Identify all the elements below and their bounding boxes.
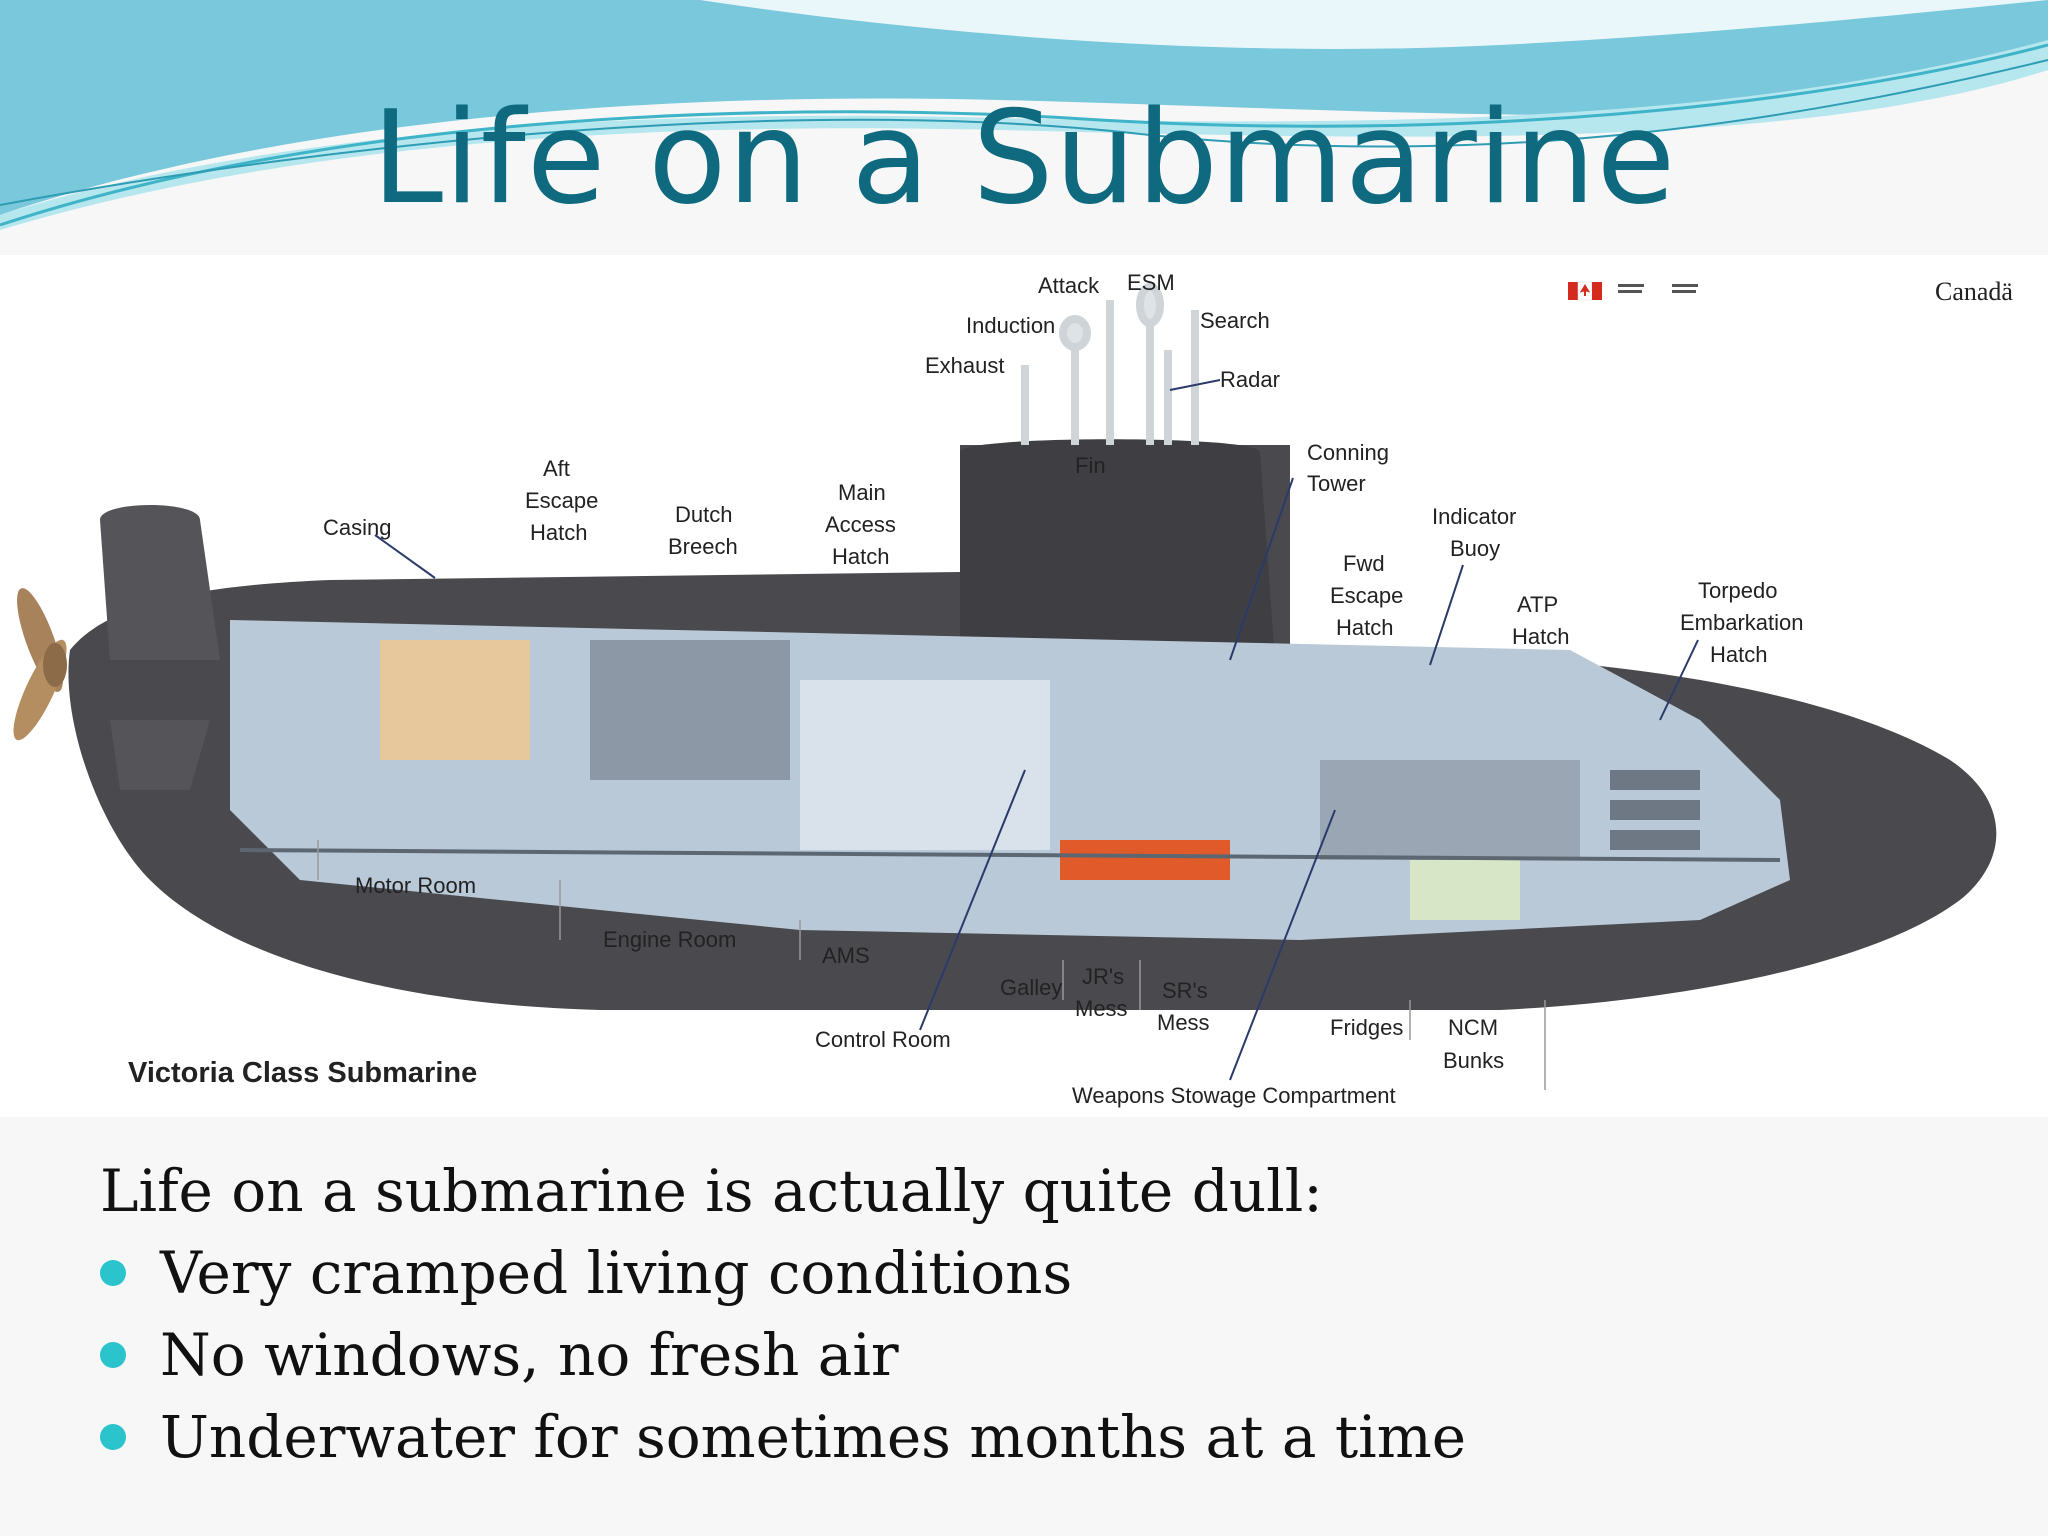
weapons-bay — [1320, 760, 1580, 860]
control-room-block — [800, 680, 1050, 850]
propeller-icon — [13, 588, 67, 741]
label-aft: Aft — [543, 456, 570, 481]
label-embarkation: Embarkation — [1680, 610, 1804, 635]
label-control-room: Control Room — [815, 1027, 951, 1052]
deck-line — [239, 848, 1781, 862]
torpedo-tubes — [1610, 770, 1700, 850]
bullet-text: No windows, no fresh air — [160, 1321, 899, 1389]
bullet-text: Very cramped living conditions — [160, 1239, 1073, 1307]
submarine-diagram: Attack ESM Induction Search Exhaust Rada… — [13, 270, 2014, 1108]
machinery-block — [380, 640, 530, 760]
intro-text: Life on a submarine is actually quite du… — [100, 1157, 1323, 1225]
compartment-dividers — [317, 840, 1546, 1090]
canada-wordmark: Canadä — [1935, 277, 2013, 306]
wave-top-crest — [700, 0, 2048, 49]
label-search: Search — [1200, 308, 1270, 333]
national-defence-logo — [1568, 281, 1698, 301]
label-access: Access — [825, 512, 896, 537]
galley-floor — [1060, 840, 1230, 880]
masts — [1021, 283, 1199, 445]
fin-tower — [960, 439, 1275, 660]
label-main-hatch: Hatch — [832, 544, 889, 569]
label-torpedo-hatch: Hatch — [1710, 642, 1767, 667]
label-exhaust: Exhaust — [925, 353, 1005, 378]
slide-title: Life on a Submarine — [371, 84, 1677, 233]
label-fridges: Fridges — [1330, 1015, 1403, 1040]
label-motor-room: Motor Room — [355, 873, 476, 898]
label-main: Main — [838, 480, 886, 505]
label-induction: Induction — [966, 313, 1055, 338]
label-atp: ATP — [1517, 592, 1558, 617]
label-radar: Radar — [1220, 367, 1280, 392]
bullet-item: Underwater for sometimes months at a tim… — [100, 1396, 2000, 1478]
label-breech: Breech — [668, 534, 738, 559]
wave-line — [0, 43, 2048, 227]
label-weapons-stowage: Weapons Stowage Compartment — [1072, 1083, 1396, 1108]
bullet-text: Underwater for sometimes months at a tim… — [160, 1403, 1467, 1471]
slide-body: Life on a submarine is actually quite du… — [100, 1150, 2000, 1478]
label-attack: Attack — [1038, 273, 1100, 298]
label-ncm: NCM — [1448, 1015, 1498, 1040]
label-jrs: JR's — [1082, 964, 1124, 989]
wave-header-decoration — [0, 0, 2048, 230]
label-esm: ESM — [1127, 270, 1175, 295]
label-casing: Casing — [323, 515, 391, 540]
label-indicator: Indicator — [1432, 504, 1516, 529]
label-jrs-mess: Mess — [1075, 996, 1128, 1021]
label-aft-hatch: Hatch — [530, 520, 587, 545]
diagram-caption: Victoria Class Submarine — [128, 1057, 477, 1089]
bullet-icon — [100, 1260, 126, 1286]
label-atp-hatch: Hatch — [1512, 624, 1569, 649]
label-conning: Conning — [1307, 440, 1389, 465]
label-torpedo: Torpedo — [1698, 578, 1778, 603]
bullet-item: Very cramped living conditions — [100, 1232, 2000, 1314]
bullet-item: No windows, no fresh air — [100, 1314, 2000, 1396]
wave-sky-band — [0, 0, 2048, 215]
lower-rudder — [110, 720, 210, 790]
label-fwd-hatch: Hatch — [1336, 615, 1393, 640]
label-bunks: Bunks — [1443, 1048, 1504, 1073]
label-galley: Galley — [1000, 975, 1062, 1000]
label-srs: SR's — [1162, 978, 1208, 1003]
wave-line-2 — [0, 59, 2048, 206]
rudder — [100, 505, 220, 660]
engine-block — [590, 640, 790, 780]
label-aft-escape: Escape — [525, 488, 598, 513]
label-buoy: Buoy — [1450, 536, 1500, 561]
label-fwd-escape: Escape — [1330, 583, 1403, 608]
label-fin: Fin — [1075, 453, 1106, 478]
bullet-icon — [100, 1424, 126, 1450]
label-srs-mess: Mess — [1157, 1010, 1210, 1035]
label-engine-room: Engine Room — [603, 927, 736, 952]
leader-lines — [374, 379, 1699, 1081]
label-tower: Tower — [1307, 471, 1366, 496]
bullet-icon — [100, 1342, 126, 1368]
bunks-block — [1410, 860, 1520, 920]
label-fwd: Fwd — [1343, 551, 1385, 576]
label-ams: AMS — [822, 943, 870, 968]
label-dutch: Dutch — [675, 502, 732, 527]
